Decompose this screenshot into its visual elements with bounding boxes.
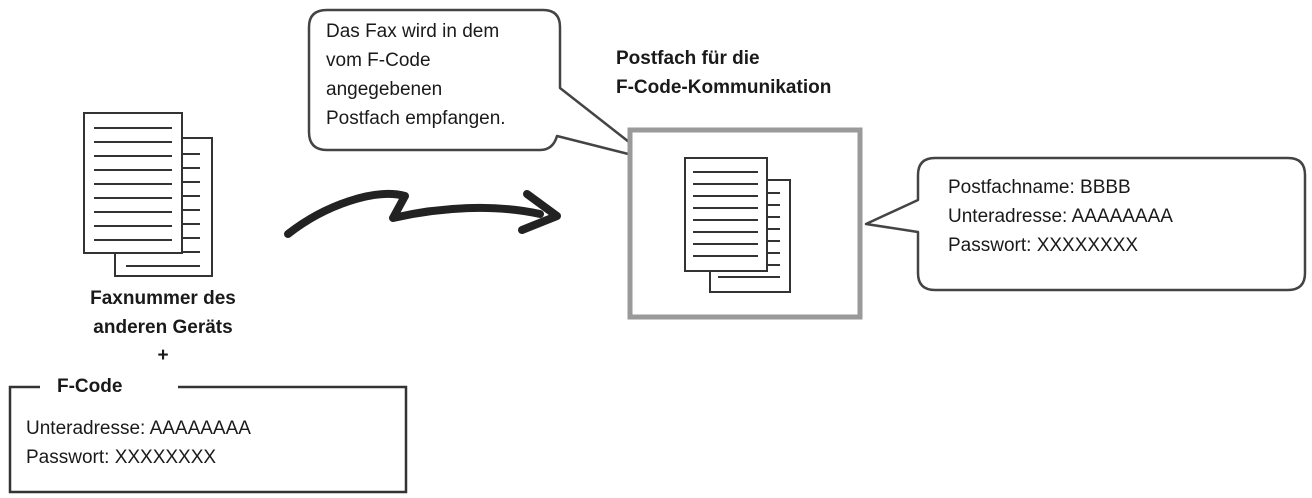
sender-label-line: anderen Geräts <box>93 317 233 338</box>
transmission-arrow-icon <box>284 190 561 238</box>
fcode-line: Unteradresse: AAAAAAAA <box>26 418 251 439</box>
mailbox-documents-icon <box>684 157 791 293</box>
mailbox-info-line: Postfachname: BBBB <box>948 177 1131 198</box>
speech-bubble-shape <box>307 8 654 162</box>
fcode-title: F-Code <box>57 376 123 397</box>
sender-label: Faxnummer des anderen Geräts <box>72 284 254 342</box>
plus-sign: + <box>157 345 169 366</box>
fcode-line: Passwort: XXXXXXXX <box>26 447 217 468</box>
sender-documents-icon <box>83 112 213 277</box>
mailbox-info-line: Unteradresse: AAAAAAAA <box>948 206 1173 227</box>
fcode-box-frame <box>8 385 408 494</box>
mailbox-info-line: Passwort: XXXXXXXX <box>948 235 1139 256</box>
mailbox-title-line: F-Code-Kommunikation <box>616 77 832 98</box>
speech-bubble-line: Postfach empfangen. <box>326 108 506 129</box>
speech-bubble-line: angegebenen <box>326 79 443 100</box>
mailbox-info-bubble-shape <box>864 156 1307 292</box>
speech-bubble-line: vom F-Code <box>326 50 431 71</box>
mailbox-title-line: Postfach für die <box>616 48 760 69</box>
mailbox-title: Postfach für die F-Code-Kommunikation <box>616 44 831 102</box>
mailbox-info-text: Postfachname: BBBB Unteradresse: AAAAAAA… <box>948 173 1173 260</box>
speech-bubble-text: Das Fax wird in dem vom F-Code angegeben… <box>326 17 506 133</box>
sender-label-line: Faxnummer des <box>90 288 236 309</box>
fcode-text: Unteradresse: AAAAAAAA Passwort: XXXXXXX… <box>26 414 251 472</box>
speech-bubble-line: Das Fax wird in dem <box>326 21 500 42</box>
